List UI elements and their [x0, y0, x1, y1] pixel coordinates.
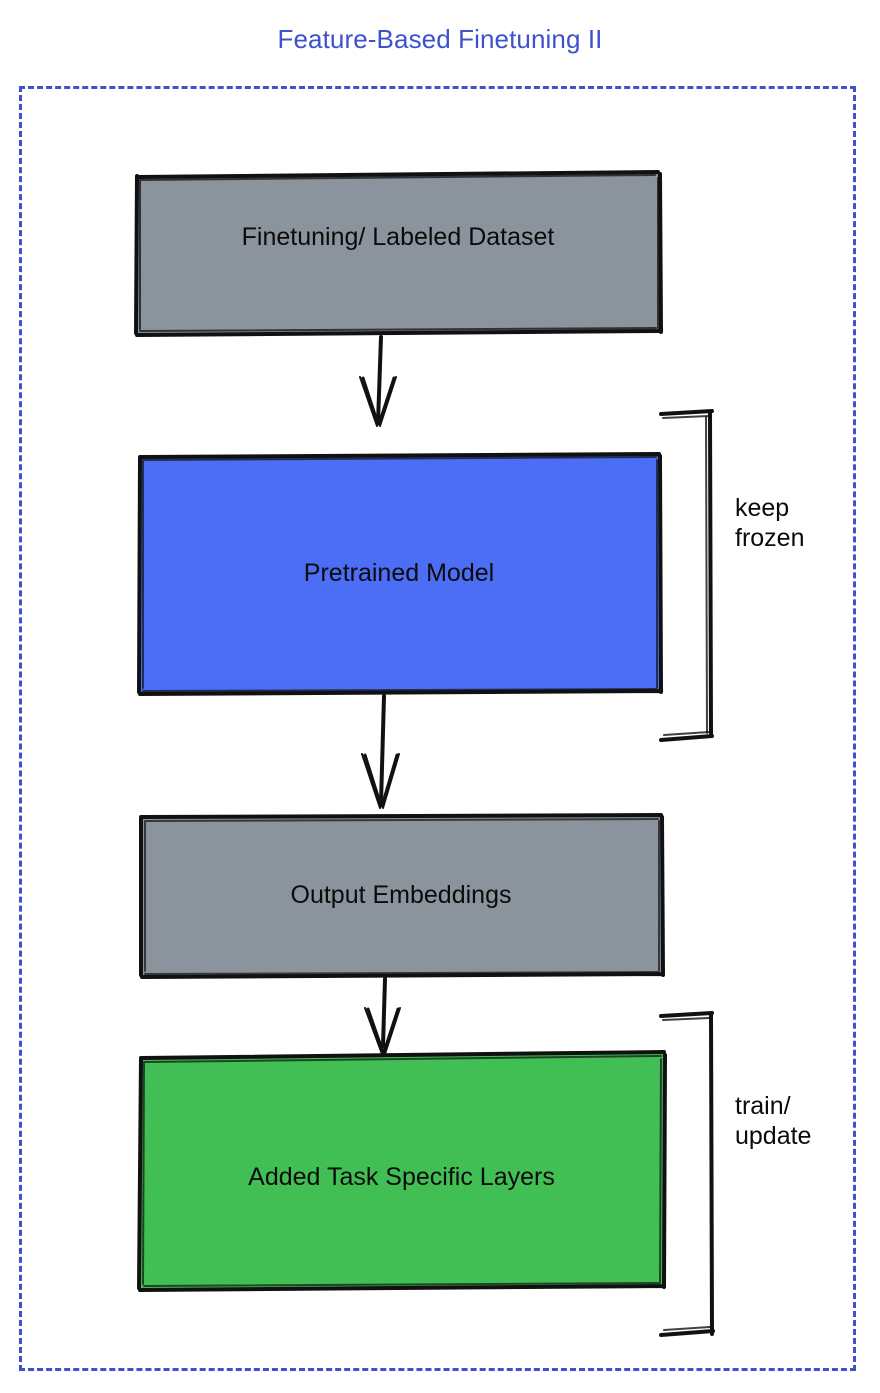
sketch-rect-dataset [134, 170, 663, 337]
node-task-layers[interactable]: Added Task Specific Layers [136, 1050, 667, 1292]
node-dataset[interactable]: Finetuning/ Labeled Dataset [134, 170, 663, 337]
dashed-boundary-frame [19, 86, 856, 1371]
node-output-embeddings[interactable]: Output Embeddings [138, 813, 665, 979]
bracket-label-keep-frozen: keep frozen [735, 494, 805, 552]
node-output-embeddings-label: Output Embeddings [290, 881, 512, 909]
node-pretrained-model[interactable]: Pretrained Model [136, 451, 663, 696]
bracket-label-train-update: train/ update [735, 1092, 812, 1150]
node-task-layers-label: Added Task Specific Layers [248, 1163, 555, 1191]
node-pretrained-model-label: Pretrained Model [303, 558, 495, 587]
page-title: Feature-Based Finetuning II [277, 24, 603, 54]
node-dataset-label: Finetuning/ Labeled Dataset [241, 223, 555, 251]
